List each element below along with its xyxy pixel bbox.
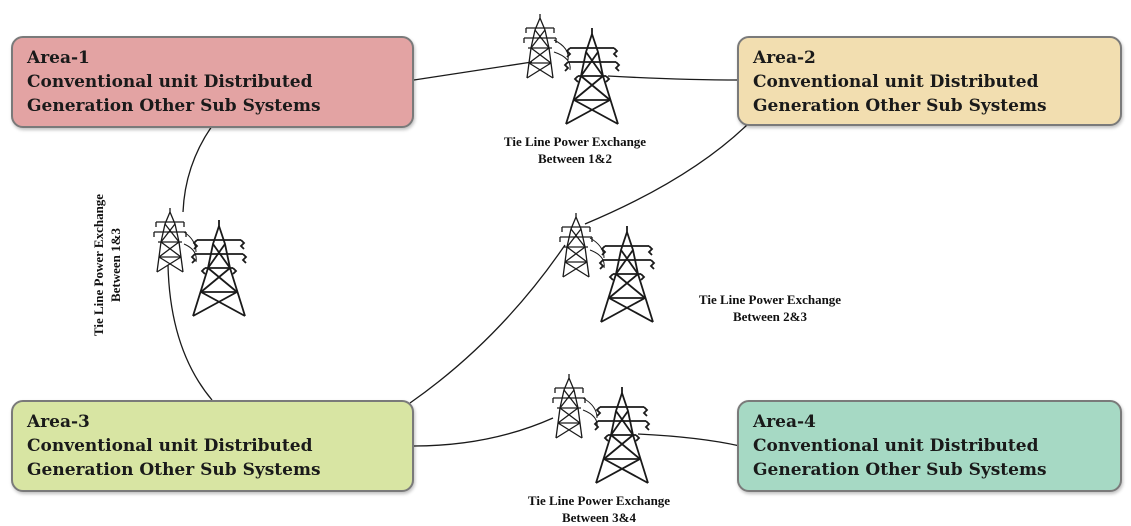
tie-1-2-towers bbox=[523, 13, 620, 125]
tie-1-3-line2: Between 1&3 bbox=[108, 228, 123, 303]
line-tie12-area2 bbox=[607, 75, 741, 81]
tie-1-2-line1: Tie Line Power Exchange bbox=[503, 134, 647, 149]
area-1-box: Area-1 Conventional unit Distributed Gen… bbox=[11, 36, 414, 128]
tie-1-2-line2: Between 1&2 bbox=[537, 151, 612, 166]
tie-3-4-line2: Between 3&4 bbox=[561, 510, 636, 525]
line-tie23-area3 bbox=[409, 244, 566, 404]
tie-1-3-line1: Tie Line Power Exchange bbox=[91, 193, 106, 337]
connection-lines bbox=[167, 61, 749, 447]
line-area2-tie23 bbox=[584, 123, 749, 225]
tie-3-4-towers bbox=[552, 373, 650, 484]
tie-2-3-towers bbox=[559, 212, 655, 323]
tie-2-3-line2: Between 2&3 bbox=[732, 309, 807, 324]
area-3-title: Area-3 bbox=[27, 412, 90, 432]
area-1-title: Area-1 bbox=[27, 48, 90, 68]
area-3-line2: Generation Other Sub Systems bbox=[27, 460, 321, 480]
tie-3-4-line1: Tie Line Power Exchange bbox=[527, 493, 671, 508]
area-1-line2: Generation Other Sub Systems bbox=[27, 96, 321, 116]
area-4-line1: Conventional unit Distributed bbox=[753, 436, 1039, 456]
area-2-line2: Generation Other Sub Systems bbox=[753, 96, 1047, 116]
area-4-line2: Generation Other Sub Systems bbox=[753, 460, 1047, 480]
tie-2-3-line1: Tie Line Power Exchange bbox=[698, 292, 842, 307]
line-area3-tie34 bbox=[413, 417, 554, 447]
tie-1-3-label: Tie Line Power Exchange Between 1&3 bbox=[90, 140, 124, 390]
area-4-title: Area-4 bbox=[753, 412, 816, 432]
transmission-tower-icon bbox=[594, 386, 650, 484]
transmission-tower-icon bbox=[523, 13, 557, 79]
line-area1-tie13 bbox=[182, 125, 213, 213]
area-4-box: Area-4 Conventional unit Distributed Gen… bbox=[737, 400, 1122, 492]
area-2-box: Area-2 Conventional unit Distributed Gen… bbox=[737, 36, 1122, 126]
area-3-box: Area-3 Conventional unit Distributed Gen… bbox=[11, 400, 414, 492]
area-3-line1: Conventional unit Distributed bbox=[27, 436, 313, 456]
transmission-tower-icon bbox=[552, 373, 586, 439]
line-tie13-area3 bbox=[167, 264, 213, 401]
line-area1-tie12 bbox=[413, 61, 533, 81]
transmission-tower-icon bbox=[191, 219, 247, 317]
line-tie34-area4 bbox=[637, 433, 741, 447]
transmission-tower-icon bbox=[153, 207, 187, 273]
tie-3-4-label: Tie Line Power Exchange Between 3&4 bbox=[474, 492, 724, 526]
area-2-title: Area-2 bbox=[753, 48, 816, 68]
area-1-line1: Conventional unit Distributed bbox=[27, 72, 313, 92]
area-2-line1: Conventional unit Distributed bbox=[753, 72, 1039, 92]
tie-1-3-towers bbox=[153, 207, 247, 317]
tie-2-3-label: Tie Line Power Exchange Between 2&3 bbox=[645, 291, 895, 325]
tie-1-2-label: Tie Line Power Exchange Between 1&2 bbox=[450, 133, 700, 167]
